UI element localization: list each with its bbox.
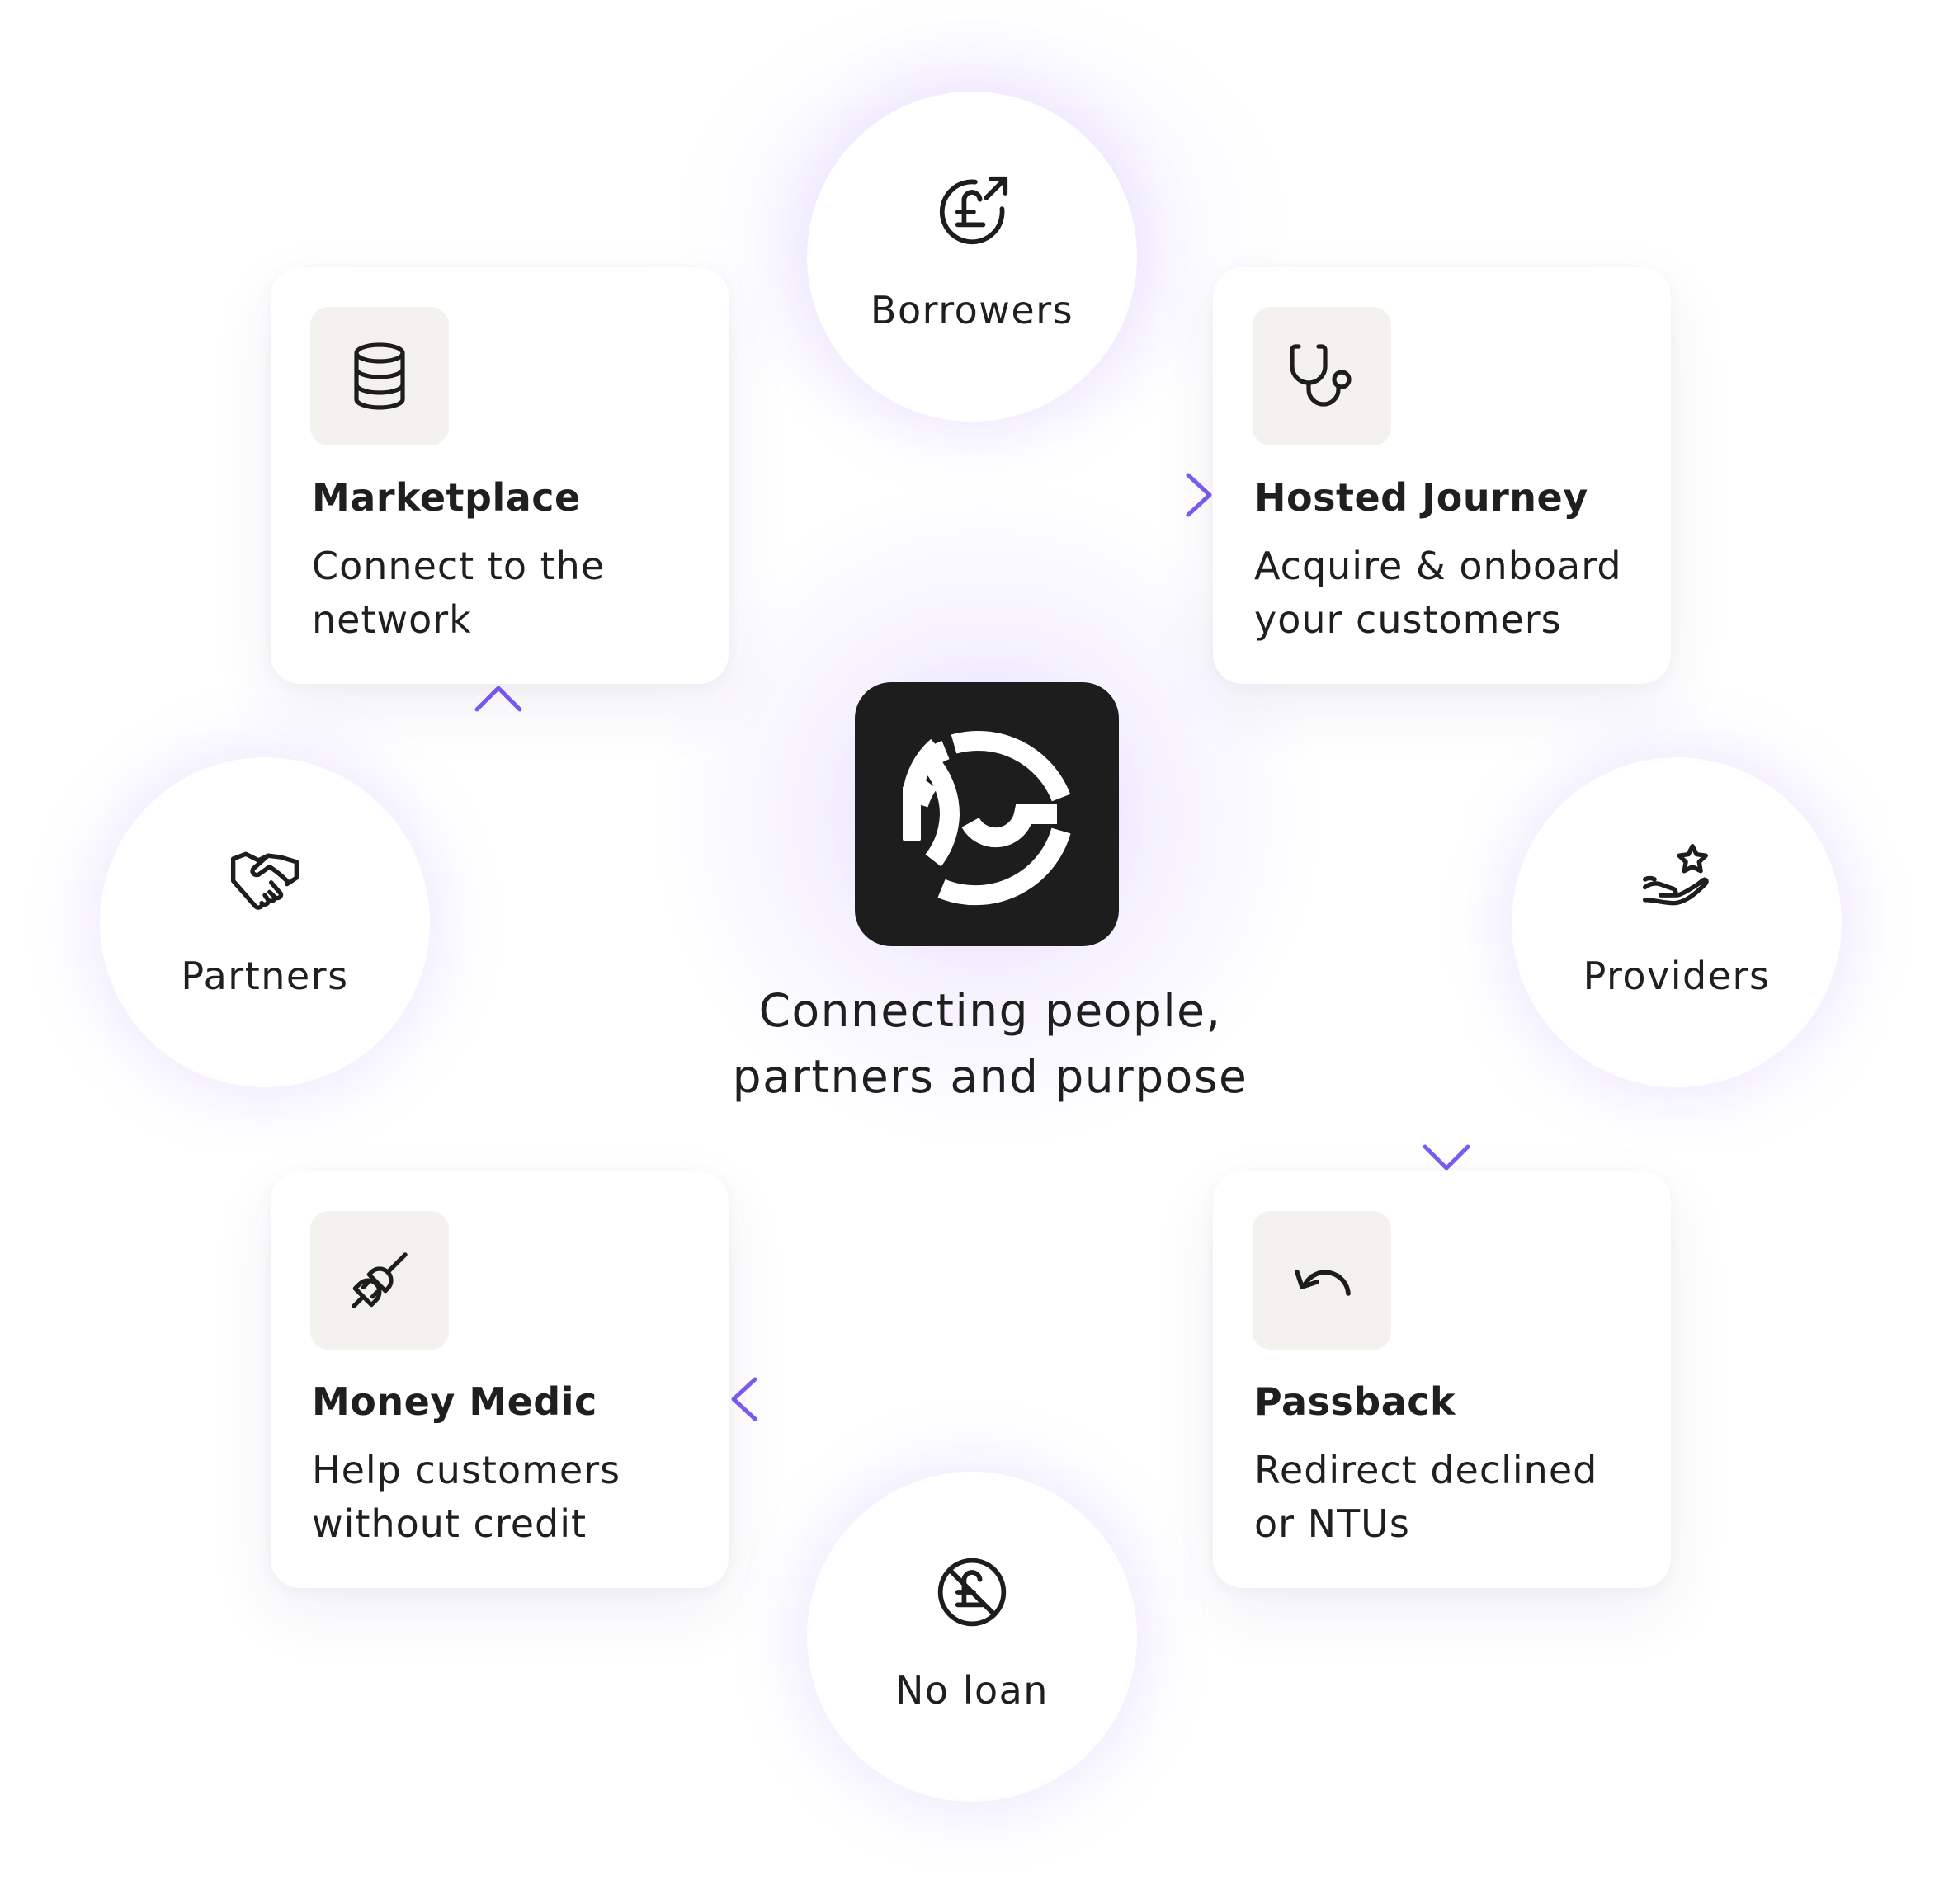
card-money-medic[interactable]: Money Medic Help customers without credi… [271,1171,729,1588]
card-icon-box [310,307,449,445]
circle-label: Providers [1583,954,1771,998]
card-title: Money Medic [312,1379,597,1424]
brand-logo-icon [903,731,1071,906]
arrow-money-medic-to-marketplace [474,686,522,1171]
card-description-line: or NTUs [1254,1501,1410,1546]
card-icon-box [1253,1211,1391,1350]
card-description: Help customers without credit [312,1444,708,1551]
card-marketplace[interactable]: Marketplace Connect to the network [271,267,729,684]
undo-arrow-icon [1295,1270,1351,1296]
no-pound-icon [937,1558,1007,1627]
circle-no-loan[interactable]: No loan [807,1472,1137,1802]
stethoscope-icon [1290,344,1352,407]
card-description-line: Acquire & onboard [1254,544,1622,588]
circle-label: Partners [181,954,349,998]
arrow-hosted-journey-to-passback [1423,685,1470,1171]
circle-label: No loan [895,1668,1049,1713]
card-description: Acquire & onboard your customers [1254,540,1650,647]
card-description-line: your customers [1254,597,1562,642]
circle-borrowers[interactable]: Borrowers [807,92,1137,422]
plug-icon [352,1252,408,1308]
circle-label: Borrowers [870,288,1074,332]
card-icon-box [1253,307,1391,445]
card-description-line: Help customers [312,1448,621,1492]
center-logo [855,682,1119,946]
card-title: Passback [1254,1379,1456,1424]
circle-partners[interactable]: Partners [100,757,430,1087]
arrow-marketplace-to-hosted-journey [734,473,1212,517]
card-description: Redirect declined or NTUs [1254,1444,1650,1551]
pound-coin-arrow-icon [939,176,1008,245]
card-icon-box [310,1211,449,1350]
tagline-line: partners and purpose [732,1050,1248,1103]
card-title: Marketplace [312,475,581,520]
arrow-passback-to-money-medic [731,1377,1213,1421]
card-passback[interactable]: Passback Redirect declined or NTUs [1213,1171,1671,1588]
card-title: Hosted Journey [1254,475,1588,520]
card-description: Connect to the network [312,540,708,647]
tagline-line: Connecting people, [758,984,1222,1037]
database-icon [354,342,405,410]
card-description-line: network [312,597,472,642]
circle-providers[interactable]: Providers [1512,757,1842,1087]
card-description-line: without credit [312,1501,587,1546]
card-description-line: Redirect declined [1254,1448,1598,1492]
tagline: Connecting people, partners and purpose [644,978,1337,1110]
handshake-icon [230,851,300,910]
hand-star-icon [1642,843,1709,906]
card-hosted-journey[interactable]: Hosted Journey Acquire & onboard your cu… [1213,267,1671,684]
card-description-line: Connect to the [312,544,606,588]
